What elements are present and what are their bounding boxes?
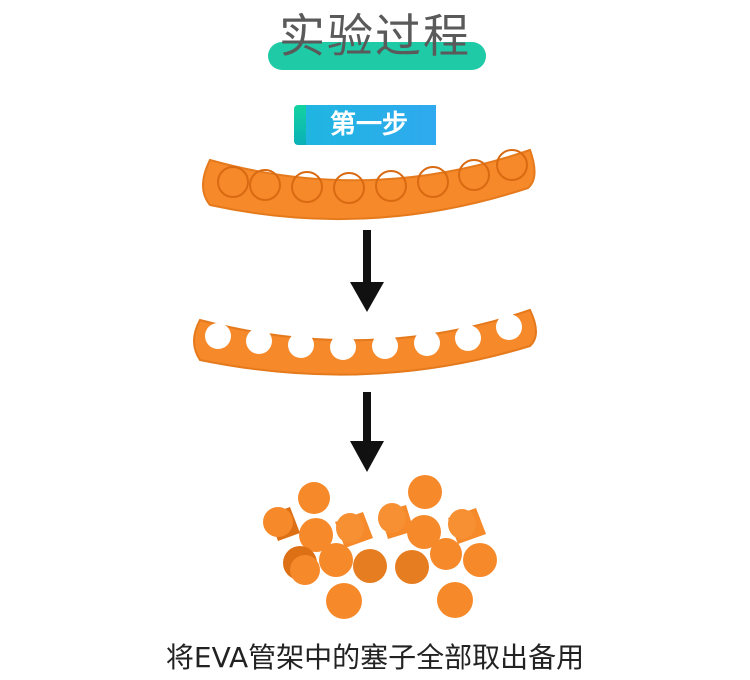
title-highlight-bar [268, 42, 486, 70]
eva-rack-empty [193, 308, 537, 376]
page-title: 实验过程 [279, 9, 471, 63]
arrow-down-icon [350, 392, 384, 472]
step-label: 第一步 [329, 110, 408, 140]
step-caption: 将EVA管架中的塞子全部取出备用 [165, 641, 585, 674]
foam-plugs-pile [263, 475, 497, 619]
step-badge-accent [294, 105, 306, 145]
step-badge-background [302, 105, 436, 145]
step-badge: 第一步 [294, 105, 436, 145]
title-block: 实验过程 [0, 0, 750, 80]
eva-rack-with-plugs [202, 148, 536, 221]
arrow-down-icon [350, 230, 384, 312]
